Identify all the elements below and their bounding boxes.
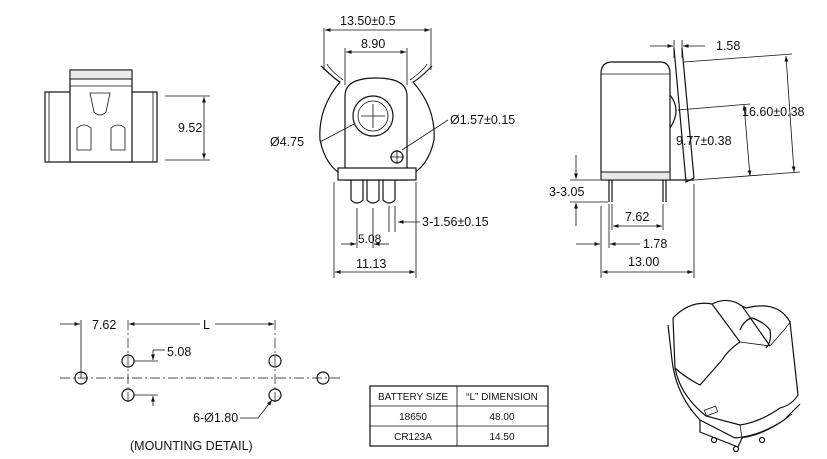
dim-pin-pitch: 5.08 <box>358 232 382 246</box>
left-side-view: 9.52 <box>44 69 210 163</box>
dim-inner-width: 8.90 <box>361 37 385 51</box>
dim-pin-spacing: 7.62 <box>625 210 649 224</box>
dim-center-height: 9.77±0.38 <box>676 134 732 148</box>
mount-length: L <box>203 318 210 332</box>
table-cell: 14.50 <box>489 432 514 443</box>
dim-offset: 1.78 <box>643 237 667 251</box>
mounting-caption: (MOUNTING DETAIL) <box>130 439 253 453</box>
table-cell: 48.00 <box>489 412 514 423</box>
right-side-view: 1.58 16.60±0.38 9.77±0.38 3-3.05 7.62 1.… <box>549 39 805 278</box>
dim-hole-diameter: Ø4.75 <box>270 135 304 149</box>
mount-offset: 7.62 <box>92 318 116 332</box>
table-cell: CR123A <box>394 432 432 443</box>
table-header-battery: BATTERY SIZE <box>378 392 448 403</box>
dim-pin-length: 3-3.05 <box>549 185 584 199</box>
mount-pitch: 5.08 <box>167 345 191 359</box>
dim-pin-width: 3-1.56±0.15 <box>422 215 489 229</box>
table-header-dimension: “L” DIMENSION <box>466 392 538 403</box>
isometric-clip-illustration <box>667 299 801 453</box>
dim-overall-width: 13.50±0.5 <box>340 14 396 28</box>
front-view: 13.50±0.5 8.90 Ø4.75 Ø1.57±0.15 3- <box>270 14 515 278</box>
battery-table: BATTERY SIZE “L” DIMENSION 18650 48.00 C… <box>369 385 549 447</box>
dim-base-width: 11.13 <box>356 257 386 271</box>
dim-pin-hole: Ø1.57±0.15 <box>450 113 515 127</box>
mount-holes: 6-Ø1.80 <box>193 411 238 425</box>
dim-side-height: 9.52 <box>178 121 202 135</box>
mounting-detail: 7.62 L 5.08 6-Ø1.80 (MOUNTING DETAIL) <box>60 318 340 453</box>
dim-thickness: 1.58 <box>716 39 740 53</box>
table-cell: 18650 <box>399 412 427 423</box>
dim-depth: 13.00 <box>628 255 659 269</box>
dim-total-height: 16.60±0.38 <box>742 105 805 119</box>
